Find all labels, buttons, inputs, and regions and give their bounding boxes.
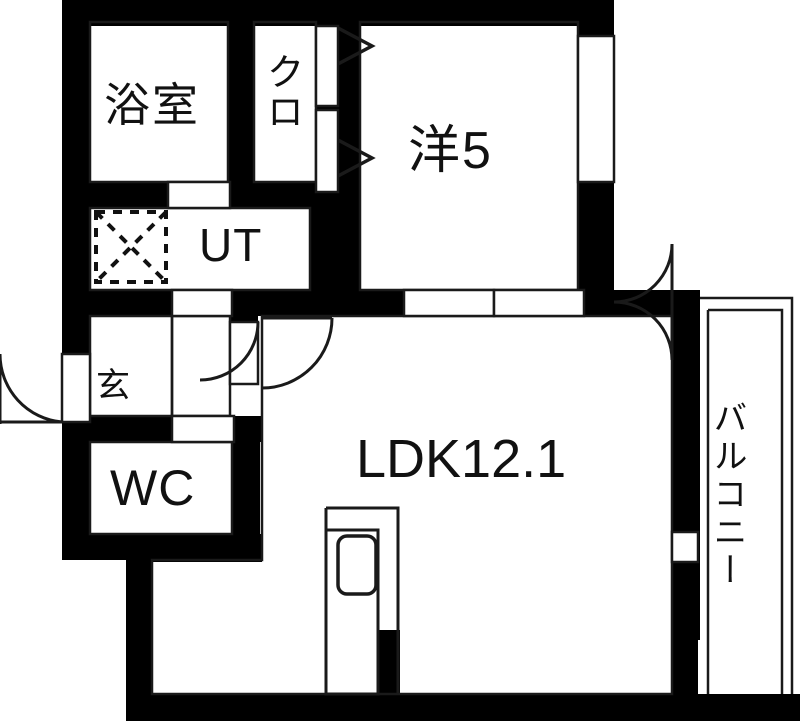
arc-hall-door bbox=[261, 317, 334, 390]
closet-triangle-upper bbox=[337, 26, 376, 66]
arc-ldk-door bbox=[199, 321, 260, 382]
washer-cross-a bbox=[94, 210, 168, 284]
door-hall-gap bbox=[228, 320, 260, 386]
room-label-toilet: WC bbox=[110, 460, 196, 516]
room-label-bathroom: 浴室 bbox=[104, 79, 200, 131]
wall-ldk-left bbox=[126, 560, 152, 720]
closet-triangle-lower bbox=[337, 138, 376, 178]
balcony-outer-rail bbox=[700, 296, 794, 694]
room-label-ldk: LDK12.1 bbox=[356, 429, 567, 489]
kitchen-fixture-group bbox=[324, 506, 400, 696]
closet-folding-symbols bbox=[337, 26, 376, 178]
room-label-balcony: バルコニー bbox=[708, 400, 746, 590]
wall-ldk-left-top bbox=[126, 548, 262, 562]
sliding-panel-right bbox=[492, 288, 586, 318]
washer-cross-b bbox=[94, 210, 168, 284]
door-bath bbox=[166, 180, 232, 210]
wall-bath-closet bbox=[228, 18, 254, 196]
arc-entry-door bbox=[0, 354, 63, 424]
sliding-panel-left bbox=[402, 288, 496, 318]
washer-space-symbol bbox=[94, 210, 168, 284]
closet-panel-lower bbox=[314, 108, 340, 194]
wall-genkan-left-top bbox=[62, 314, 90, 354]
room-label-utility: UT bbox=[199, 219, 263, 271]
washer-space-outline bbox=[94, 210, 168, 284]
door-arc-group bbox=[0, 243, 674, 424]
door-balcony-gap bbox=[670, 530, 700, 564]
wall-hall-right bbox=[230, 300, 258, 322]
room-outline-ldk bbox=[150, 314, 674, 696]
room-label-western-room: 洋5 bbox=[408, 122, 493, 180]
closet-panel-upper bbox=[314, 24, 340, 108]
wall-ldk-bottom bbox=[126, 694, 800, 721]
room-label-closet: クロ bbox=[260, 52, 302, 132]
room-outline-bath bbox=[88, 20, 230, 184]
room-label-entrance: 玄 bbox=[96, 367, 130, 405]
room-outline-hall bbox=[170, 314, 232, 418]
door-ut bbox=[170, 288, 234, 318]
wall-kitchen-stub bbox=[378, 630, 400, 696]
balcony-railing-group bbox=[700, 296, 794, 694]
balcony-inner-rail bbox=[708, 308, 784, 694]
door-entry-gap bbox=[60, 352, 92, 424]
wall-yo5-right-upper bbox=[578, 0, 614, 36]
room-outline-wc bbox=[88, 440, 234, 536]
opening-group bbox=[60, 24, 700, 564]
kitchen-sink bbox=[336, 534, 378, 596]
wall-ldk-right-upper bbox=[672, 316, 698, 532]
door-wc-gap bbox=[170, 414, 236, 444]
wall-ldk-right-lower bbox=[672, 560, 698, 700]
window-top-yo5 bbox=[576, 34, 616, 184]
kitchen-counter-inner bbox=[324, 528, 380, 696]
